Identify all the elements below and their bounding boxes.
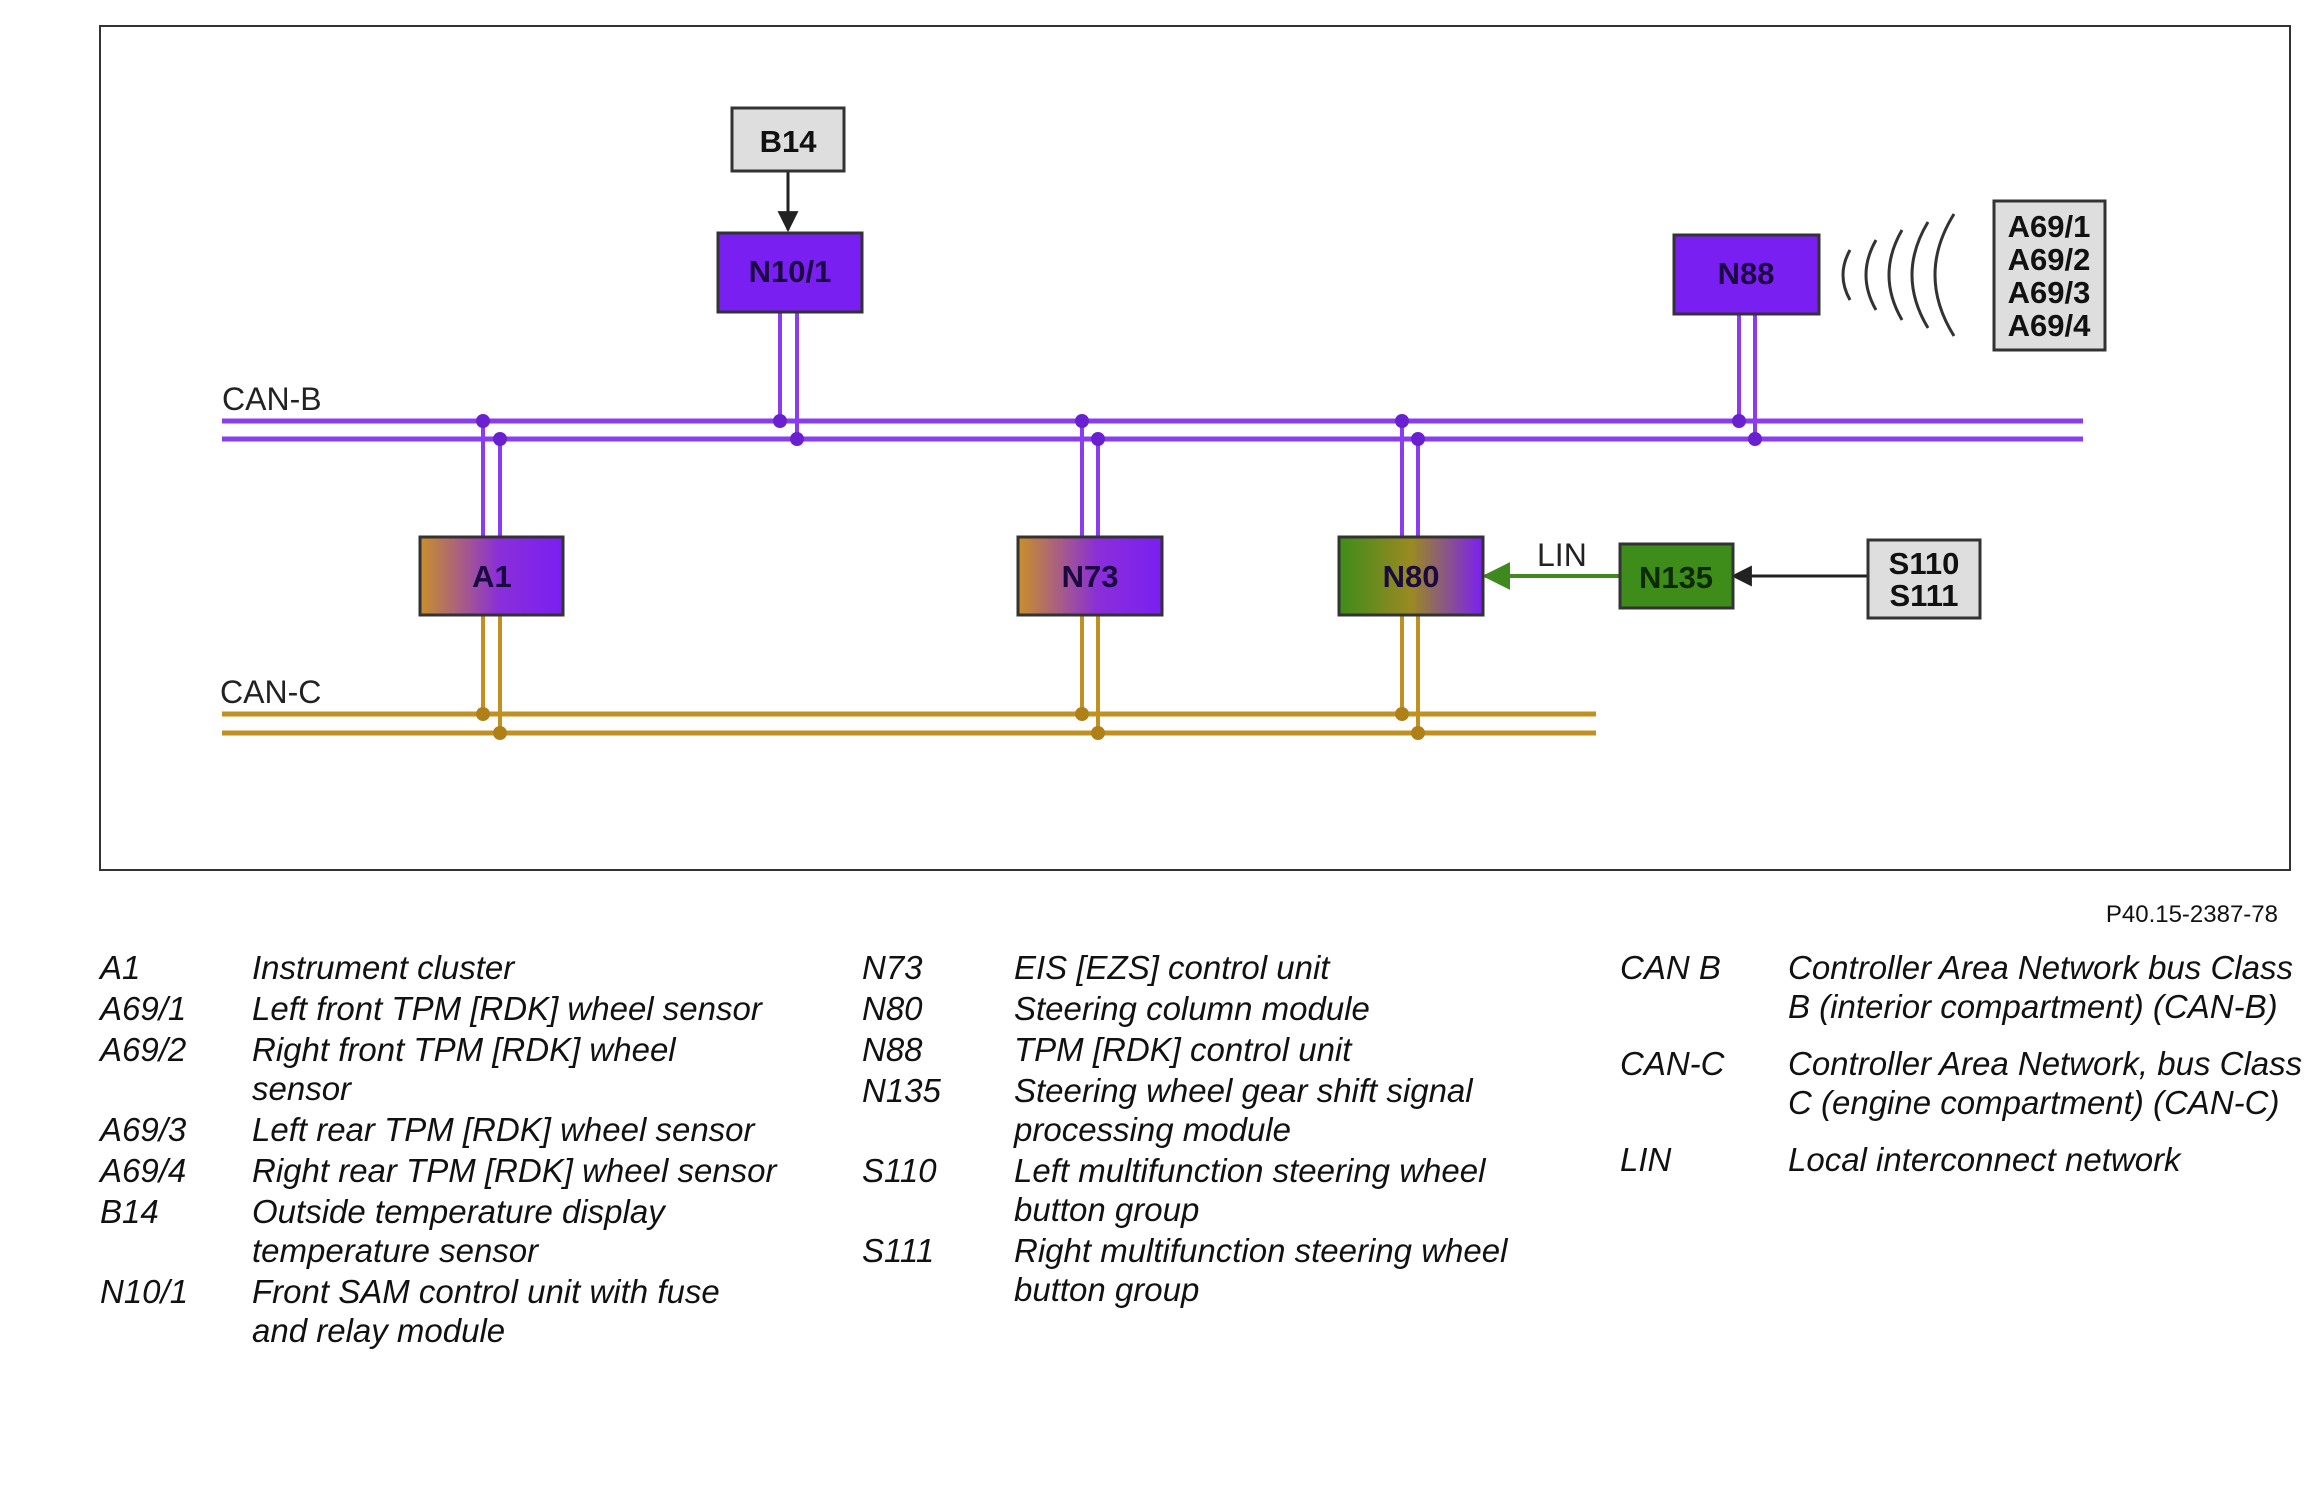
legend-code: N88: [862, 1031, 923, 1068]
legend-code: S111: [862, 1232, 935, 1269]
can-c-connectors: [481, 615, 1420, 733]
legend-item: LIN Local interconnect network: [1620, 1140, 2310, 1179]
legend-code: LIN: [1620, 1141, 1672, 1178]
wireless-signal-icon: [1841, 213, 1956, 337]
a69-3-label: A69/3: [2008, 275, 2091, 310]
n135-block: N135: [1618, 542, 1735, 610]
legend-description: Instrument cluster: [252, 949, 515, 986]
n88-label: N88: [1718, 256, 1775, 291]
legend-description: Right rear TPM [RDK] wheel sensor: [252, 1152, 777, 1189]
legend-description: Left multifunction steering wheel button…: [1014, 1152, 1486, 1228]
can-c-bus: [222, 711, 1596, 736]
legend-code: N73: [862, 949, 923, 986]
legend-description: Front SAM control unit with fuse and rel…: [252, 1273, 720, 1349]
diagram-frame: [99, 25, 2291, 871]
n10-1-block: N10/1: [716, 231, 864, 314]
legend-code: CAN B: [1620, 949, 1721, 986]
a69-block: A69/1 A69/2 A69/3 A69/4: [1992, 199, 2107, 352]
legend-code: N135: [862, 1072, 941, 1109]
legend-item: A69/3 Left rear TPM [RDK] wheel sensor: [100, 1110, 780, 1149]
legend-description: Steering wheel gear shift signal process…: [1014, 1072, 1473, 1148]
lin-label: LIN: [1537, 537, 1587, 573]
legend-description: Outside temperature display temperature …: [252, 1193, 665, 1269]
legend-item: B14 Outside temperature display temperatu…: [100, 1192, 780, 1270]
legend-item: CAN B Controller Area Network bus Class B…: [1620, 948, 2310, 1026]
n80-label: N80: [1383, 559, 1440, 594]
legend-item: S110 Left multifunction steering wheel bu…: [862, 1151, 1552, 1229]
n135-label: N135: [1639, 560, 1713, 595]
legend-description: Right front TPM [RDK] wheel sensor: [252, 1031, 676, 1107]
n73-label: N73: [1062, 559, 1119, 594]
can-c-label: CAN-C: [220, 674, 321, 710]
legend-description: TPM [RDK] control unit: [1014, 1031, 1352, 1068]
legend-code: A69/2: [100, 1031, 187, 1068]
legend-code: A1: [100, 949, 141, 986]
legend-item: N80 Steering column module: [862, 989, 1552, 1028]
legend-description: EIS [EZS] control unit: [1014, 949, 1330, 986]
can-b-label: CAN-B: [222, 381, 322, 417]
s110-s111-block: S110 S111: [1866, 538, 1982, 620]
b14-block: B14: [730, 106, 846, 173]
n10-1-label: N10/1: [749, 254, 832, 289]
s110-label: S110: [1889, 546, 1960, 581]
legend-description: Controller Area Network bus Class B (int…: [1788, 949, 2293, 1025]
legend-item: A1 Instrument cluster: [100, 948, 780, 987]
legend-description: Local interconnect network: [1788, 1141, 2181, 1178]
a1-label: A1: [472, 559, 512, 594]
legend-description: Right multifunction steering wheel butto…: [1014, 1232, 1508, 1308]
legend-item: A69/4 Right rear TPM [RDK] wheel sensor: [100, 1151, 780, 1190]
legend-item: N135 Steering wheel gear shift signal pro…: [862, 1071, 1552, 1149]
legend-code: A69/3: [100, 1111, 187, 1148]
junction-dots: [476, 414, 1762, 446]
junction-dots-can-c: [476, 707, 1425, 740]
figure-reference: P40.15-2387-78: [2106, 901, 2278, 928]
legend-item: A69/1 Left front TPM [RDK] wheel sensor: [100, 989, 780, 1028]
a69-2-label: A69/2: [2008, 242, 2091, 277]
legend-item: A69/2 Right front TPM [RDK] wheel sensor: [100, 1030, 780, 1108]
b14-label: B14: [760, 124, 818, 159]
legend-description: Left rear TPM [RDK] wheel sensor: [252, 1111, 755, 1148]
legend-code: N10/1: [100, 1273, 189, 1310]
legend-item: N88 TPM [RDK] control unit: [862, 1030, 1552, 1069]
legend-description: Controller Area Network, bus Class C (en…: [1788, 1045, 2303, 1121]
legend-code: A69/4: [100, 1152, 187, 1189]
legend-code: A69/1: [100, 990, 187, 1027]
legend-item: S111 Right multifunction steering wheel b…: [862, 1231, 1552, 1309]
s111-label: S111: [1890, 578, 1959, 613]
legend-description: Left front TPM [RDK] wheel sensor: [252, 990, 762, 1027]
a69-4-label: A69/4: [2008, 308, 2091, 343]
n80-block: N80: [1337, 535, 1485, 617]
n73-block: N73: [1016, 535, 1164, 617]
legend-description: Steering column module: [1014, 990, 1370, 1027]
legend-code: B14: [100, 1193, 159, 1230]
can-b-connectors: [481, 312, 1757, 537]
legend-column-3: CAN B Controller Area Network bus Class B…: [1620, 948, 2310, 1181]
legend-item: N10/1 Front SAM control unit with fuse an…: [100, 1272, 780, 1350]
a69-1-label: A69/1: [2008, 209, 2091, 244]
legend-code: CAN-C: [1620, 1045, 1725, 1082]
n88-block: N88: [1672, 233, 1821, 316]
can-b-bus: [222, 418, 2083, 442]
legend-item: CAN-C Controller Area Network, bus Class …: [1620, 1044, 2310, 1122]
legend-code: N80: [862, 990, 923, 1027]
legend-item: N73 EIS [EZS] control unit: [862, 948, 1552, 987]
legend-code: S110: [862, 1152, 937, 1189]
a1-block: A1: [418, 535, 565, 617]
